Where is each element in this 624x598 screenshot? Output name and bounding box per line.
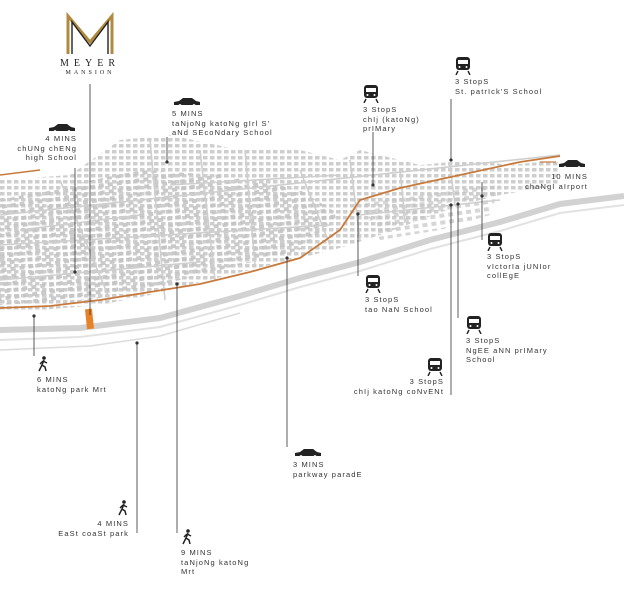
train-icon	[427, 358, 443, 376]
leader-lines	[33, 84, 483, 533]
brand-subtitle: MANSION	[65, 70, 115, 76]
train-icon	[466, 316, 482, 334]
train-icon	[455, 57, 471, 75]
location-dots	[32, 158, 484, 345]
label-ngee-ann-primary: 3 StopS NgEE aNN prIMary School	[466, 336, 548, 364]
car-icon	[295, 449, 321, 458]
label-east-coast-park: 4 MINS EaSt coaSt park	[58, 519, 129, 538]
car-icon	[174, 98, 200, 107]
label-chij-katong-convent: 3 StopS chIj katoNg coNvENt	[353, 377, 444, 396]
label-tanjong-katong-mrt: 9 MINS taNjoNg katoNg Mrt	[181, 548, 250, 576]
label-chung-cheng: 4 MINS chUNg chENg high School	[17, 134, 77, 162]
car-icon	[559, 160, 585, 169]
minor-streets	[0, 139, 561, 301]
meyer-mansion-site	[84, 308, 95, 330]
m-monogram-icon	[66, 12, 114, 54]
walking-person-icon	[182, 529, 192, 545]
brand-name: MEYER	[60, 58, 120, 69]
label-katong-park-mrt: 6 MINS katoNg park Mrt	[37, 375, 107, 394]
meyer-mansion-logo: MEYER MANSION	[48, 12, 132, 76]
expressway	[0, 193, 624, 351]
walking-person-icon	[118, 500, 128, 516]
label-parkway-parade: 3 MINS parkway paradE	[293, 460, 363, 479]
label-tanjong-katong-girls: 5 MINS taNjoNg katoNg gIrl S' aNd SEcoNd…	[172, 109, 273, 137]
label-victoria-jc: 3 StopS vIctorIa jUNIor collEgE	[487, 252, 552, 280]
label-st-patricks: 3 StopS St. patrIck'S School	[455, 77, 543, 96]
train-icon	[363, 85, 379, 103]
main-road	[0, 169, 41, 176]
label-changi-airport: 10 MINS chaNgI aIrport	[525, 172, 588, 191]
urban-area	[0, 135, 560, 310]
car-icon	[49, 124, 75, 133]
label-chij-katong-primary: 3 StopS chIj (katoNg) prIMary	[363, 105, 420, 133]
label-tao-nan: 3 StopS tao NaN School	[365, 295, 433, 314]
train-icon	[487, 233, 503, 251]
walking-person-icon	[38, 356, 48, 372]
train-icon	[365, 275, 381, 293]
east-coast-road	[0, 155, 561, 309]
